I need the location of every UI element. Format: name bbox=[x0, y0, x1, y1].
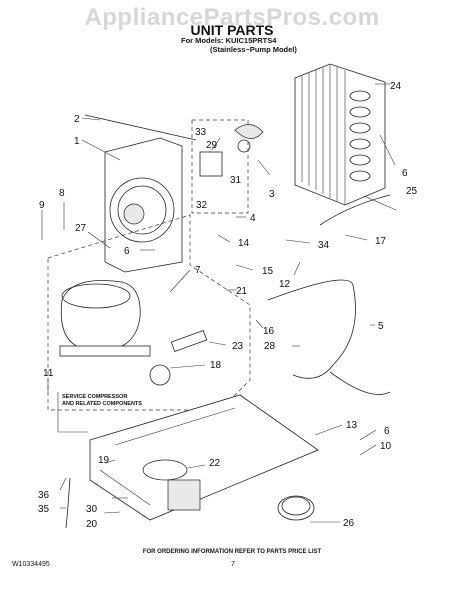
callout-labels: 1 2 3 4 5 6 6 6 7 8 9 10 11 12 13 14 15 … bbox=[38, 81, 418, 530]
models-line: For Models: KUIC15PRTS4 bbox=[181, 36, 277, 45]
callout-6-base: 6 bbox=[384, 426, 390, 437]
callout-36: 36 bbox=[38, 490, 50, 501]
model-variant: (Stainless~Pump Model) bbox=[210, 45, 297, 54]
power-cord bbox=[319, 194, 391, 226]
page-number: 7 bbox=[231, 561, 235, 568]
callout-5: 5 bbox=[378, 321, 384, 332]
callout-20: 20 bbox=[86, 519, 98, 530]
callout-15: 15 bbox=[262, 266, 274, 277]
filter-drier bbox=[170, 329, 208, 353]
document-number: W10334495 bbox=[12, 561, 50, 568]
callout-35: 35 bbox=[38, 504, 50, 515]
fan-motor bbox=[191, 119, 264, 214]
callout-25: 25 bbox=[406, 186, 418, 197]
service-link bbox=[57, 392, 88, 433]
callout-34: 34 bbox=[318, 240, 330, 251]
callout-22: 22 bbox=[209, 458, 221, 469]
mounting-bar bbox=[84, 114, 197, 141]
callout-27: 27 bbox=[75, 223, 87, 234]
callout-28: 28 bbox=[264, 341, 276, 352]
callout-17: 17 bbox=[375, 236, 387, 247]
watermark: AppliancePartsPros.com bbox=[84, 4, 380, 31]
fan-shroud bbox=[104, 137, 183, 273]
callout-19: 19 bbox=[98, 455, 110, 466]
ordering-note: FOR ORDERING INFORMATION REFER TO PARTS … bbox=[142, 549, 322, 555]
leader-lines bbox=[41, 83, 397, 523]
callout-10: 10 bbox=[380, 441, 392, 452]
service-note-line-2: AND RELATED COMPONENTS bbox=[62, 401, 142, 407]
drain-pump bbox=[167, 479, 201, 511]
callout-9: 9 bbox=[39, 200, 45, 211]
base-pan bbox=[89, 394, 319, 521]
callout-23: 23 bbox=[232, 341, 244, 352]
callout-13: 13 bbox=[346, 420, 358, 431]
callout-1: 1 bbox=[74, 136, 80, 147]
callout-8: 8 bbox=[59, 188, 65, 199]
service-region bbox=[47, 214, 251, 411]
callout-7: 7 bbox=[195, 265, 201, 276]
condenser bbox=[294, 63, 386, 206]
callout-4: 4 bbox=[250, 213, 256, 224]
compressor bbox=[59, 280, 151, 357]
service-note-line-1: SERVICE COMPRESSOR bbox=[62, 394, 127, 400]
callout-33: 33 bbox=[195, 127, 207, 138]
callout-16: 16 bbox=[263, 326, 275, 337]
harness-branch bbox=[329, 371, 391, 395]
callout-30: 30 bbox=[86, 504, 98, 515]
callout-21: 21 bbox=[236, 286, 248, 297]
callout-29: 29 bbox=[206, 140, 218, 151]
callout-32: 32 bbox=[196, 200, 208, 211]
drain-hose bbox=[65, 477, 71, 529]
callout-6-shroud: 6 bbox=[124, 246, 130, 257]
callout-6-condenser: 6 bbox=[402, 168, 408, 179]
callout-11: 11 bbox=[43, 368, 54, 379]
callout-31: 31 bbox=[230, 175, 242, 186]
callout-2: 2 bbox=[74, 114, 80, 125]
callout-3: 3 bbox=[269, 189, 275, 200]
callout-24: 24 bbox=[390, 81, 402, 92]
diagram-title: UNIT PARTS bbox=[190, 22, 274, 38]
drain-tubing bbox=[277, 495, 315, 521]
callout-26: 26 bbox=[343, 518, 355, 529]
start-relay bbox=[149, 364, 171, 386]
callout-18: 18 bbox=[210, 360, 222, 371]
callout-12: 12 bbox=[279, 279, 291, 290]
wiring-harness bbox=[267, 279, 356, 379]
callout-14: 14 bbox=[238, 238, 250, 249]
